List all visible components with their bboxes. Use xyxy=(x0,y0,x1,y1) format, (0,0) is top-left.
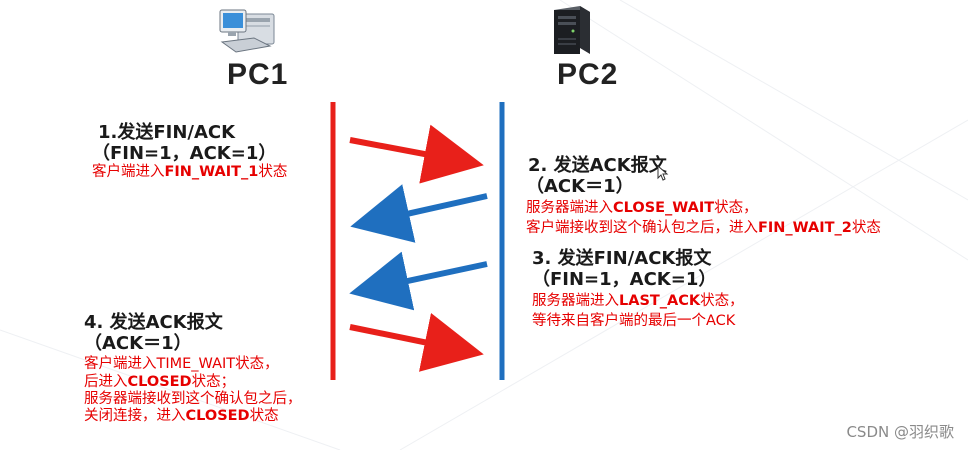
step3-note-1: 服务器端进入LAST_ACK状态， xyxy=(532,293,744,310)
step4-text: 4. 发送ACK报文 （ACK＝1） 客户端进入TIME_WAIT状态， 后进入… xyxy=(84,312,302,425)
step1-note: 客户端进入FIN_WAIT_1状态 xyxy=(92,164,288,181)
step2-flags: （ACK＝1） xyxy=(526,176,634,198)
server-tower-icon xyxy=(554,6,590,54)
step3-flags: （FIN=1，ACK=1） xyxy=(532,269,717,291)
arrow-step1-fin-ack xyxy=(349,124,484,184)
step4-note-1: 客户端进入TIME_WAIT状态， xyxy=(84,356,279,373)
desktop-computer-icon xyxy=(219,9,275,53)
step3-title: 3. 发送FIN/ACK报文 xyxy=(532,248,712,269)
step1-text: 1.发送FIN/ACK （FIN=1，ACK=1） 客户端进入FIN_WAIT_… xyxy=(92,122,287,182)
step3-text: 3. 发送FIN/ACK报文 （FIN=1，ACK=1） 服务器端进入LAST_… xyxy=(532,248,744,330)
step2-note-1: 服务器端进入CLOSE_WAIT状态， xyxy=(526,200,758,217)
step4-flags: （ACK＝1） xyxy=(84,333,192,355)
step4-title: 4. 发送ACK报文 xyxy=(84,312,223,333)
watermark: CSDN @羽织歌 xyxy=(846,423,954,441)
step1-flags: （FIN=1，ACK=1） xyxy=(92,143,277,165)
step2-title: 2. 发送ACK报文 xyxy=(528,155,667,176)
step2-note-2: 客户端接收到这个确认包之后，进入FIN_WAIT_2状态 xyxy=(526,219,881,236)
pc1-label: PC1 xyxy=(227,58,289,91)
step3-note-2: 等待来自客户端的最后一个ACK xyxy=(532,312,736,329)
step4-note-2: 后进入CLOSED状态； xyxy=(84,373,236,390)
pc2-label: PC2 xyxy=(557,58,619,91)
step4-note-4: 关闭连接，进入CLOSED状态 xyxy=(84,407,279,424)
arrow-step4-ack xyxy=(349,312,484,372)
mouse-cursor-icon xyxy=(657,165,669,181)
step4-note-3: 服务器端接收到这个确认包之后， xyxy=(84,390,302,407)
arrow-step2-ack xyxy=(350,184,488,243)
step2-text: 2. 发送ACK报文 （ACK＝1） 服务器端进入CLOSE_WAIT状态， 客… xyxy=(526,155,881,237)
step1-title: 1.发送FIN/ACK xyxy=(98,122,236,143)
arrow-step3-fin-ack xyxy=(349,251,488,311)
